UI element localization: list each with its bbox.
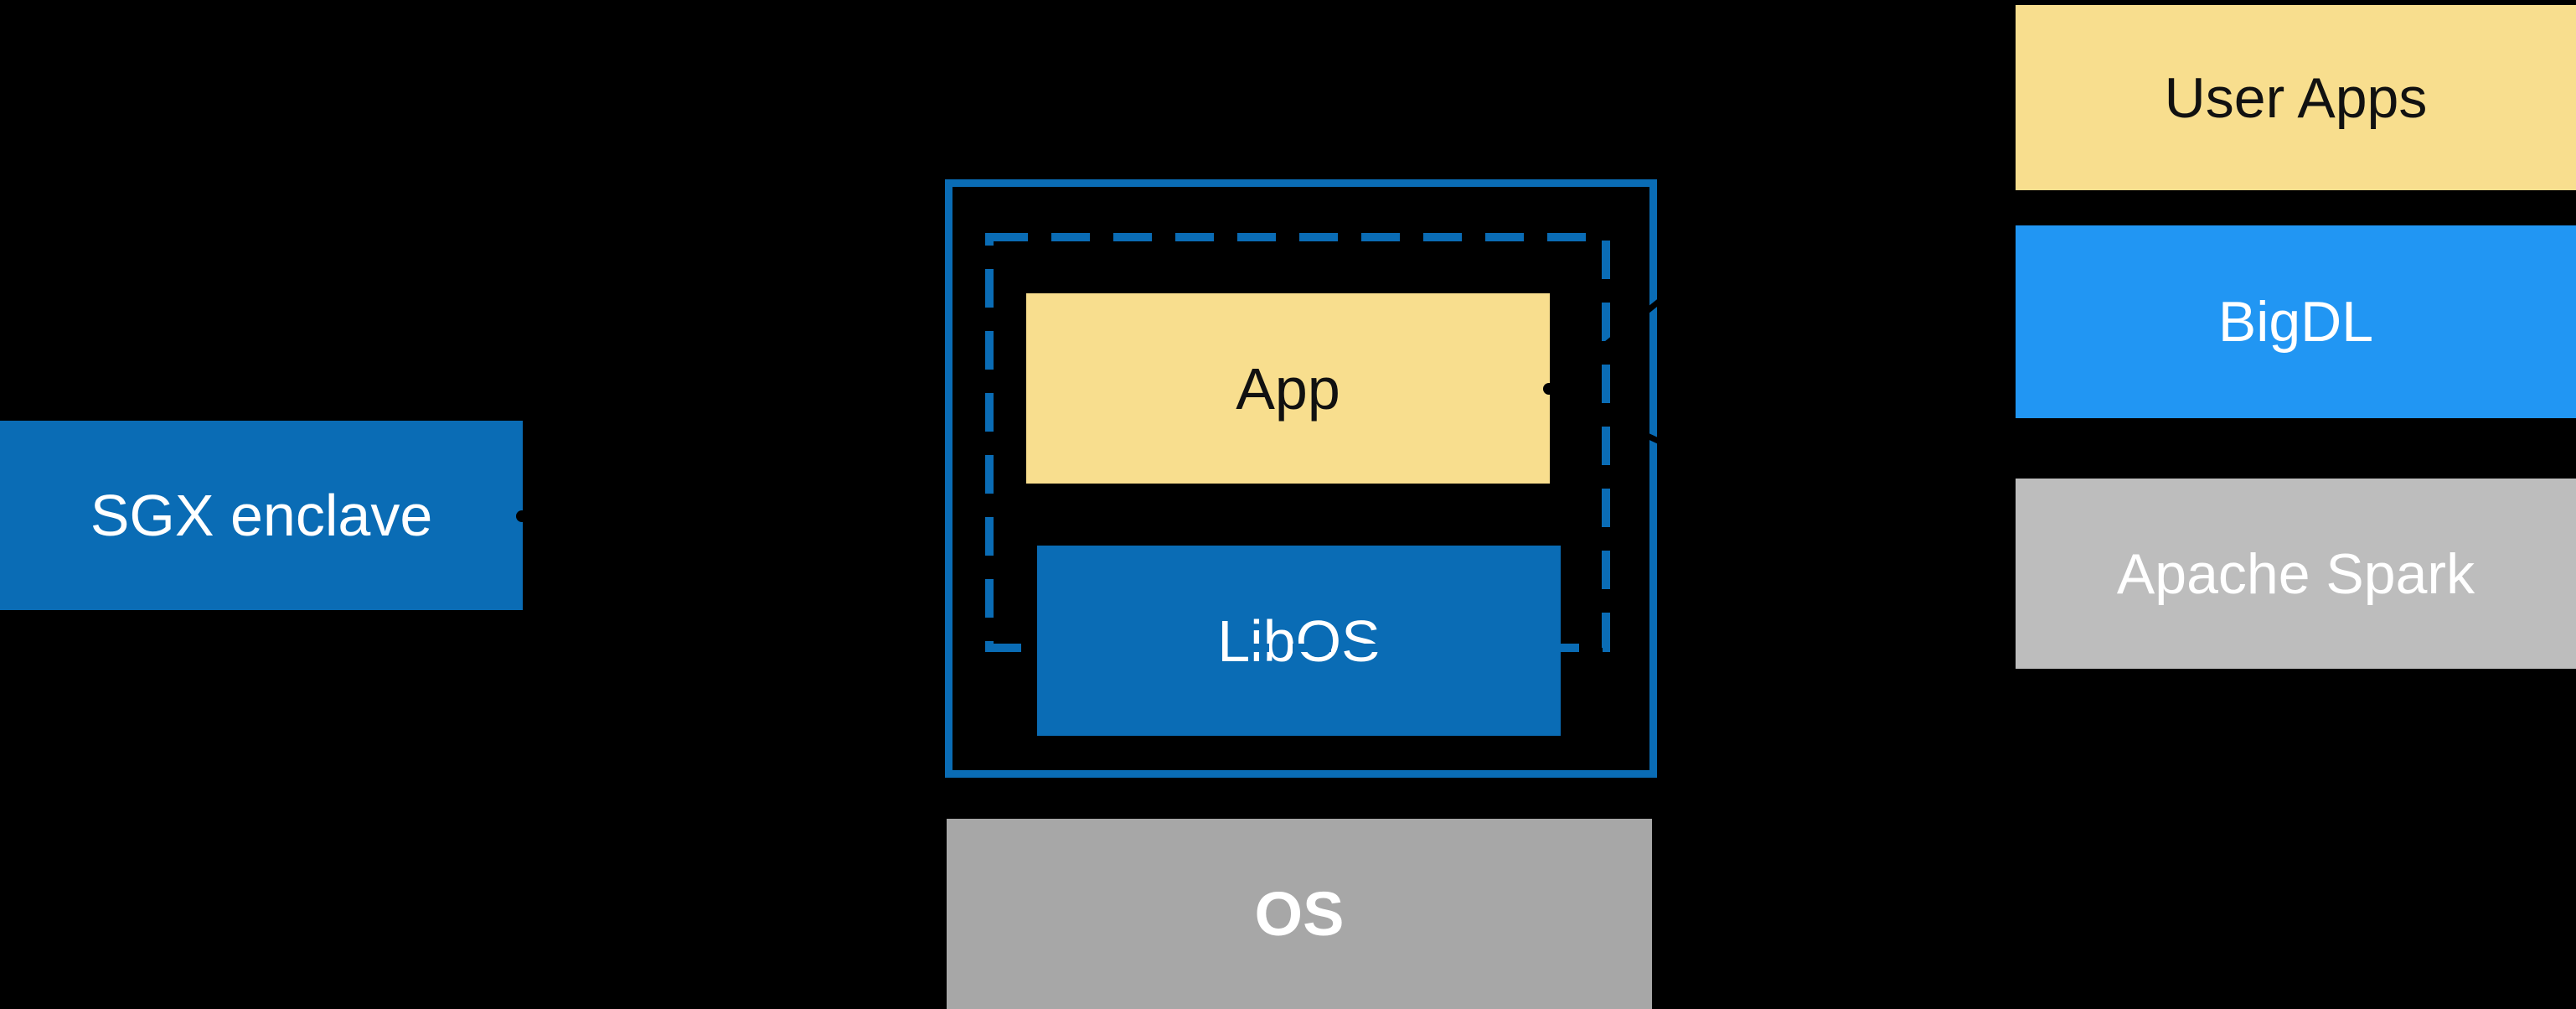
sgx-label-connector-arrow: [516, 505, 942, 527]
sgx-enclave-label-box: SGX enclave: [0, 421, 523, 610]
libos-label: LibOS: [1217, 608, 1381, 674]
app-label: App: [1236, 355, 1340, 422]
connector-arrowhead-icon: [920, 505, 942, 527]
os-label: OS: [1254, 879, 1345, 949]
apache-spark-label: Apache Spark: [2116, 541, 2475, 606]
sgx-enclave-label: SGX enclave: [90, 483, 433, 548]
os-box: OS: [947, 819, 1652, 1009]
bigdl-box: BigDL: [2016, 225, 2576, 418]
libos-box: LibOS: [1037, 546, 1561, 736]
app-box: App: [1026, 293, 1550, 484]
bigdl-label: BigDL: [2217, 290, 2374, 354]
user-apps-label: User Apps: [2164, 65, 2428, 130]
apache-spark-box: Apache Spark: [2016, 479, 2576, 669]
user-apps-box: User Apps: [2016, 5, 2576, 190]
